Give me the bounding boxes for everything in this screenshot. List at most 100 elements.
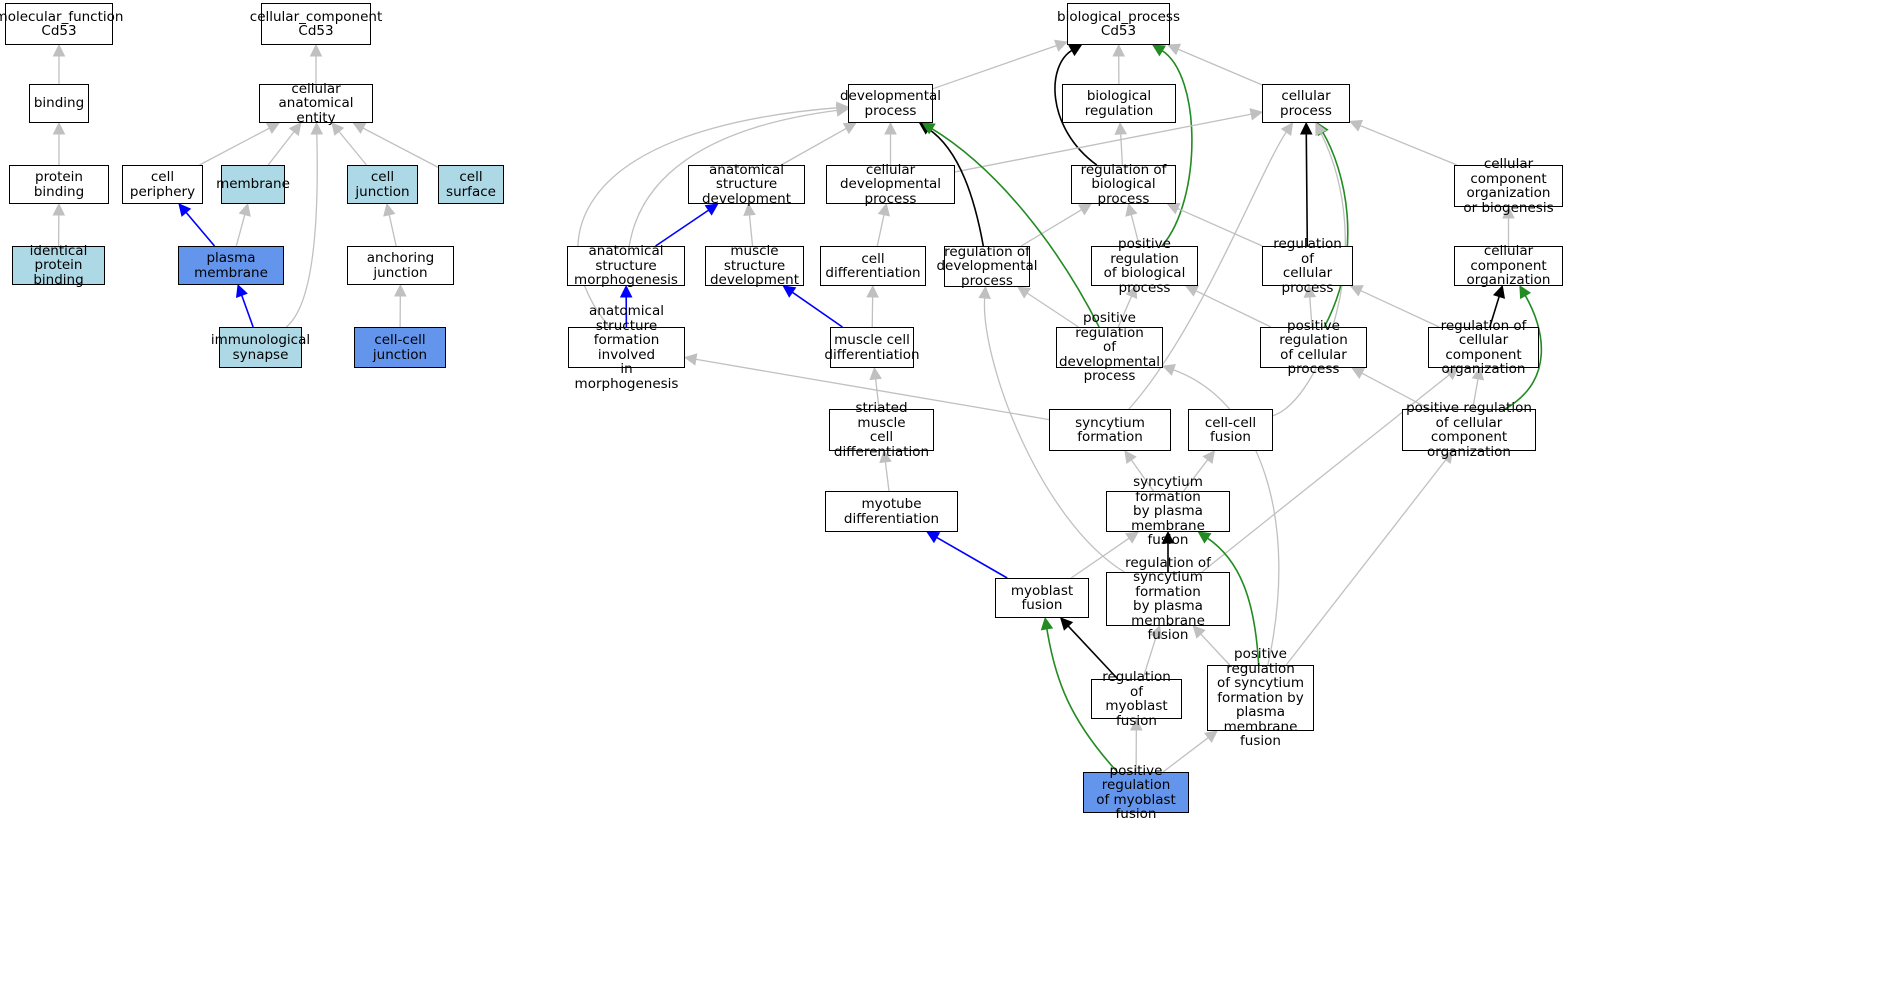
go-term-syncytium-formation-by-plasma-membrane-fusion: syncytium formation by plasma membrane f… [1106, 475, 1230, 548]
go-term-positive-regulation-of-cellular-process: positive regulation of cellular process [1260, 318, 1367, 376]
edge-anatomical-structure-morphogenesis-to-anatomical-structure-development [655, 208, 710, 247]
arrowhead-anatomical-structure-formation-to-developmental-process [836, 101, 850, 115]
edge-positive-regulation-of-developmental-process-to-regulation-of-developmental-process [1025, 291, 1079, 328]
edge-regulation-of-cellular-component-organization-to-cellular-component-organization [1489, 295, 1501, 328]
edge-positive-regulation-of-biological-process-to-regulation-of-biological-process [1130, 213, 1140, 247]
arrowhead-syncytium-formation-by-plasma-membrane-fusion-to-cell-cell-fusion [1202, 450, 1216, 464]
edge-positive-regulation-of-cellular-process-to-positive-regulation-of-biological-process [1194, 289, 1272, 328]
edge-muscle-cell-differentiation-to-muscle-structure-development [791, 291, 843, 328]
go-term-positive-regulation-of-developmental-process: positive regulation of developmental pro… [1056, 311, 1163, 384]
edge-anatomical-structure-development-to-developmental-process [780, 127, 848, 166]
arrowhead-cell-periphery-to-cellular-anatomical-entity [265, 122, 281, 134]
edge-myoblast-fusion-to-myotube-differentiation [935, 536, 1008, 579]
go-term-cell-junction: cell junction [347, 165, 418, 204]
edge-positive-regulation-of-myoblast-fusion-to-myoblast-fusion [1045, 627, 1118, 773]
arrowhead-myoblast-fusion-to-myotube-differentiation [926, 531, 941, 544]
arrowhead-positive-regulation-of-myoblast-fusion-to-myoblast-fusion [1040, 616, 1054, 631]
edge-syncytium-formation-to-anatomical-structure-formation [694, 358, 1050, 421]
arrowhead-protein-binding-to-binding [52, 121, 66, 135]
arrowhead-syncytium-formation-to-cellular-process [1280, 122, 1294, 137]
arrowhead-plasma-membrane-to-cell-periphery [178, 203, 192, 217]
arrowhead-positive-regulation-of-myoblast-fusion-to-positive-regulation-of-syncytium-formation [1204, 730, 1218, 743]
arrowhead-positive-regulation-of-syncytium-formation-to-positive-regulation-of-developmental-process [1161, 363, 1176, 376]
edge-membrane-to-cellular-anatomical-entity [267, 130, 296, 166]
go-term-cc-root: cellular_component Cd53 [250, 3, 382, 45]
arrowhead-regulation-of-cellular-component-organization-to-cellular-component-organization [1492, 284, 1506, 299]
edge-myotube-differentiation-to-striated-muscle-cell-differentiation [884, 460, 890, 492]
arrowhead-regulation-of-syncytium-formation-to-regulation-of-cellular-component-organization [1444, 367, 1459, 381]
edge-cellular-component-organization-or-biogenesis-to-cellular-process [1359, 124, 1458, 166]
arrowhead-anchoring-junction-to-cell-junction [383, 202, 396, 217]
edge-regulation-of-myoblast-fusion-to-myoblast-fusion [1066, 624, 1119, 680]
go-term-membrane: membrane [216, 165, 290, 204]
go-term-myotube-differentiation: myotube differentiation [825, 491, 958, 532]
go-term-identical-protein-binding: identical protein binding [12, 244, 105, 287]
arrowhead-positive-regulation-of-biological-process-to-regulation-of-biological-process [1125, 202, 1138, 217]
arrowhead-regulation-of-syncytium-formation-to-regulation-of-developmental-process [978, 285, 991, 299]
go-term-anatomical-structure-formation: anatomical structure formation involved … [568, 304, 685, 391]
arrowhead-myotube-differentiation-to-striated-muscle-cell-differentiation [879, 449, 892, 464]
arrowhead-anatomical-structure-formation-to-anatomical-structure-morphogenesis [619, 284, 633, 298]
go-term-regulation-of-syncytium-formation: regulation of syncytium formation by pla… [1106, 555, 1230, 642]
edge-cellular-process-to-bp-root [1176, 48, 1263, 86]
arrowhead-cellular-anatomical-entity-to-cc-root [309, 43, 323, 57]
go-term-cell-cell-junction: cell-cell junction [354, 327, 446, 368]
arrowhead-positive-regulation-of-biological-process-to-bp-root [1151, 44, 1166, 57]
edge-regulation-of-myoblast-fusion-to-regulation-of-syncytium-formation [1142, 635, 1158, 680]
go-term-anatomical-structure-development: anatomical structure development [688, 163, 805, 206]
arrowhead-cellular-component-organization-or-biogenesis-to-cellular-process [1348, 119, 1364, 132]
arrowhead-muscle-cell-differentiation-to-muscle-structure-development [782, 285, 797, 298]
arrowhead-syncytium-formation-by-plasma-membrane-fusion-to-syncytium-formation [1124, 450, 1137, 465]
go-term-binding: binding [29, 84, 89, 123]
edge-positive-regulation-of-biological-process-to-bp-root [1161, 49, 1193, 247]
edge-cell-differentiation-to-cellular-developmental-process [876, 213, 885, 247]
arrowhead-regulation-of-developmental-process-to-regulation-of-biological-process [1077, 203, 1092, 216]
edge-regulation-of-biological-process-to-biological-regulation [1119, 132, 1124, 166]
arrowhead-identical-protein-binding-to-protein-binding [52, 202, 66, 216]
go-term-plasma-membrane: plasma membrane [178, 246, 284, 285]
edge-cell-periphery-to-cellular-anatomical-entity [199, 127, 271, 166]
edge-positive-regulation-of-syncytium-formation-to-regulation-of-syncytium-formation [1199, 632, 1231, 666]
edge-striated-muscle-cell-differentiation-to-muscle-cell-differentiation [874, 377, 880, 410]
edge-positive-regulation-of-cellular-process-to-cellular-process [1321, 131, 1349, 328]
go-term-biological-regulation: biological regulation [1062, 84, 1176, 123]
arrowhead-muscle-cell-differentiation-to-cell-differentiation [866, 284, 879, 298]
edge-developmental-process-to-bp-root [932, 44, 1058, 90]
arrowhead-positive-regulation-of-cellular-component-organization-to-cellular-component-organization [1519, 285, 1532, 300]
arrowhead-regulation-of-myoblast-fusion-to-myoblast-fusion [1059, 617, 1074, 631]
edge-positive-regulation-of-syncytium-formation-to-positive-regulation-of-cellular-component-organization [1285, 458, 1448, 666]
go-term-muscle-cell-differentiation: muscle cell differentiation [824, 327, 920, 368]
arrowhead-cellular-developmental-process-to-cellular-process [1249, 108, 1264, 121]
edge-regulation-of-syncytium-formation-to-regulation-of-cellular-component-organization [1201, 373, 1451, 573]
edge-regulation-of-cellular-process-to-cellular-process [1305, 132, 1309, 247]
arrowhead-positive-regulation-of-developmental-process-to-regulation-of-developmental-process [1017, 286, 1032, 299]
go-term-positive-regulation-of-myoblast-fusion: positive regulation of myoblast fusion [1083, 763, 1189, 821]
go-term-cellular-developmental-process: cellular developmental process [826, 163, 955, 206]
edge-regulation-of-developmental-process-to-regulation-of-biological-process [1020, 208, 1083, 247]
go-term-myoblast-fusion: myoblast fusion [995, 578, 1089, 618]
go-term-regulation-of-myoblast-fusion: regulation of myoblast fusion [1091, 670, 1182, 728]
edge-plasma-membrane-to-cell-periphery [184, 211, 216, 247]
edge-syncytium-formation-by-plasma-membrane-fusion-to-cell-cell-fusion [1183, 458, 1209, 492]
arrowhead-cell-differentiation-to-cellular-developmental-process [877, 202, 891, 217]
edge-anatomical-structure-formation-to-developmental-process [577, 107, 839, 328]
arrowhead-cellular-component-organization-to-cellular-component-organization-or-biogenesis [1502, 205, 1515, 219]
go-term-regulation-of-cellular-process: regulation of cellular process [1262, 237, 1353, 295]
go-term-cell-differentiation: cell differentiation [820, 246, 926, 286]
arrowhead-positive-regulation-of-developmental-process-to-developmental-process [921, 122, 936, 135]
go-term-cellular-process: cellular process [1262, 84, 1350, 123]
go-term-cellular-anatomical-entity: cellular anatomical entity [259, 82, 373, 125]
edge-anatomical-structure-morphogenesis-to-developmental-process [628, 109, 839, 247]
edge-myoblast-fusion-to-syncytium-formation-by-plasma-membrane-fusion [1070, 537, 1131, 579]
go-term-positive-regulation-of-cellular-component-organization: positive regulation of cellular componen… [1402, 401, 1536, 459]
arrowhead-cell-junction-to-cellular-anatomical-entity [331, 122, 345, 136]
arrowhead-developmental-process-to-bp-root [1054, 39, 1069, 52]
arrowhead-immunological-synapse-to-cellular-anatomical-entity [310, 121, 324, 135]
go-term-developmental-process: developmental process [840, 84, 941, 123]
edge-positive-regulation-of-cellular-component-organization-to-positive-regulation-of-cellular-process [1360, 372, 1430, 410]
go-term-mf-root: molecular_function Cd53 [0, 3, 123, 45]
edge-positive-regulation-of-cellular-component-organization-to-cellular-component-organization [1504, 294, 1543, 410]
arrowhead-membrane-to-cellular-anatomical-entity [288, 122, 302, 136]
edge-cell-junction-to-cellular-anatomical-entity [337, 130, 367, 166]
go-term-cellular-component-organization-or-biogenesis: cellular component organization or bioge… [1454, 157, 1563, 215]
